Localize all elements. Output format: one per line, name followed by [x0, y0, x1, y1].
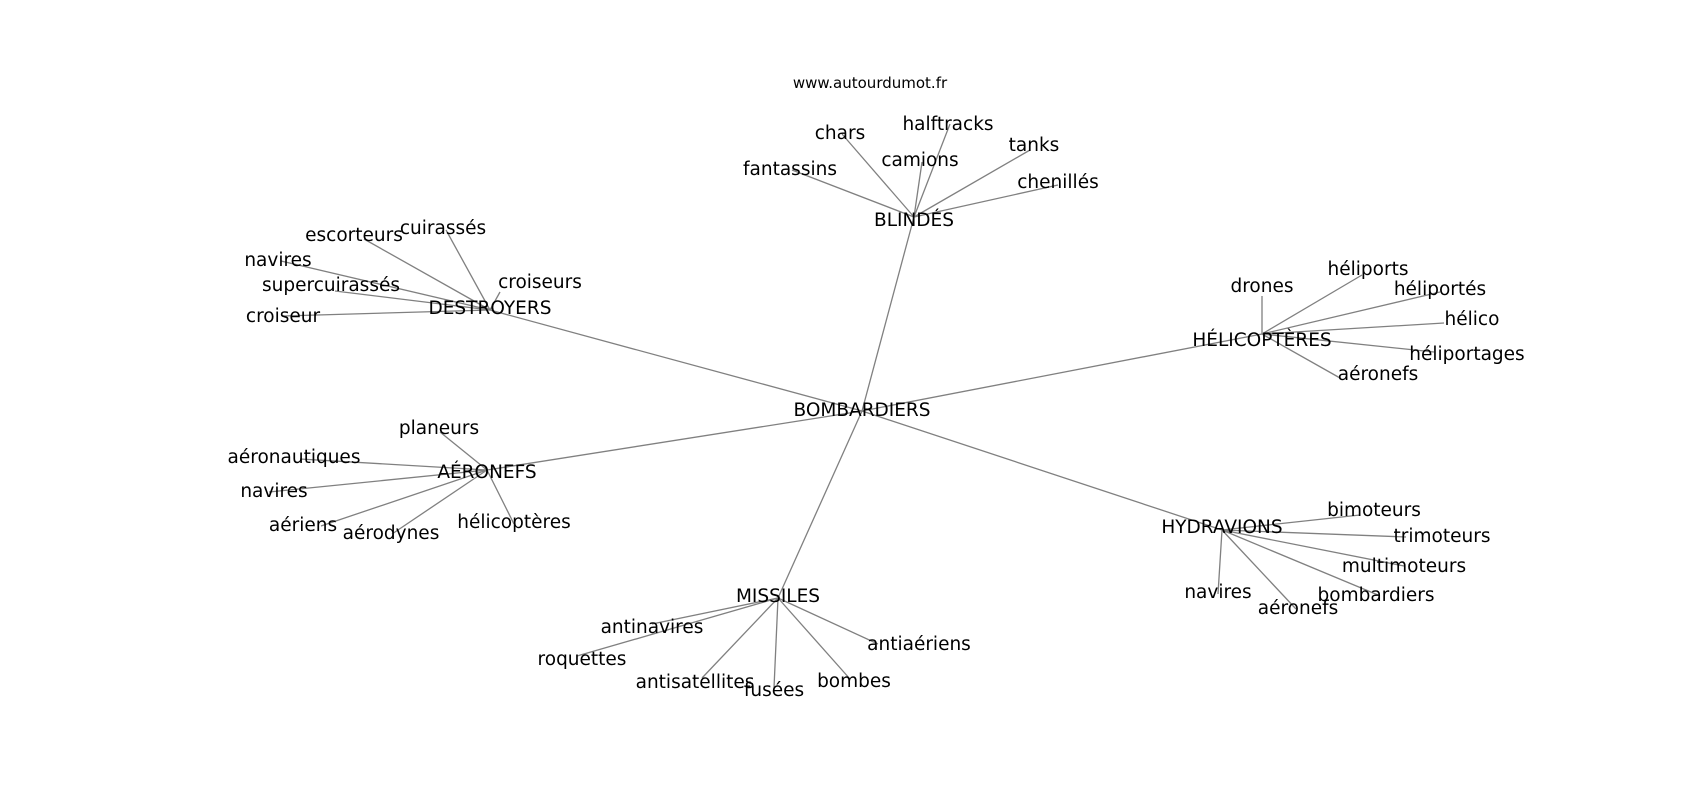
- leaf-node-label: antinavires: [601, 617, 704, 638]
- edge-hub-to-leaf: [282, 309, 491, 317]
- edge-hub-to-leaf: [1261, 333, 1435, 353]
- edge-hub-to-leaf: [268, 469, 488, 493]
- leaf-node-label: aéronautiques: [228, 447, 361, 468]
- edge-hub-to-leaf: [576, 597, 779, 657]
- edge-hub-to-leaf: [651, 597, 779, 625]
- leaf-node-label: hélicoptères: [457, 512, 570, 533]
- leaf-node-label: cuirassés: [400, 218, 486, 239]
- leaf-node-label: bombes: [817, 671, 891, 692]
- edge-hub-to-leaf: [1221, 529, 1379, 596]
- leaf-node-label: croiseur: [246, 306, 321, 327]
- edge-hub-to-leaf: [391, 469, 488, 535]
- graph-labels: chars halftracks tanks fantassins camions che…: [228, 114, 1525, 701]
- hub-node-label: DESTROYERS: [429, 298, 552, 319]
- leaf-node-label: planeurs: [399, 418, 479, 439]
- leaf-node-label: multimoteurs: [1342, 556, 1466, 577]
- edge-hub-to-leaf: [1261, 274, 1363, 335]
- leaf-node-label: héliportages: [1409, 344, 1524, 365]
- edge-hub-to-leaf: [913, 161, 923, 218]
- leaf-node-label: antiaériens: [867, 634, 971, 655]
- edge-hub-to-leaf: [913, 123, 951, 218]
- leaf-node-label: halftracks: [902, 114, 993, 135]
- edge-center-to-hub: [777, 410, 863, 599]
- hub-node-label: MISSILES: [736, 586, 820, 607]
- leaf-node-label: tanks: [1009, 135, 1060, 156]
- edge-hub-to-leaf: [445, 229, 491, 311]
- edge-hub-to-leaf: [1221, 529, 1407, 538]
- center-node-label: BOMBARDIERS: [793, 400, 930, 421]
- leaf-node-label: roquettes: [538, 649, 627, 670]
- leaf-node-label: antisatellites: [636, 672, 755, 693]
- edge-hub-to-leaf: [363, 238, 491, 311]
- edge-hub-to-leaf: [1261, 291, 1441, 335]
- edge-hub-to-leaf: [334, 290, 491, 311]
- edge-hub-to-leaf: [777, 597, 851, 680]
- edge-hub-to-leaf: [280, 260, 491, 311]
- edge-hub-to-leaf: [913, 184, 1059, 218]
- leaf-node-label: aériens: [269, 515, 337, 536]
- edge-hub-to-leaf: [439, 431, 488, 471]
- edge-hub-to-leaf: [777, 597, 879, 645]
- edge-hub-to-leaf: [320, 469, 488, 527]
- leaf-node-label: trimoteurs: [1394, 526, 1491, 547]
- edge-hub-to-leaf: [486, 469, 515, 525]
- leaf-node-label: escorteurs: [305, 225, 403, 246]
- edge-hub-to-leaf: [773, 597, 779, 689]
- leaf-node-label: navires: [244, 250, 311, 271]
- edge-hub-to-leaf: [1221, 529, 1297, 610]
- edge-center-to-hub: [861, 216, 915, 412]
- leaf-node-label: chenillés: [1017, 172, 1098, 193]
- leaf-node-label: aéronefs: [1338, 364, 1419, 385]
- edge-hub-to-leaf: [1261, 333, 1341, 379]
- edge-hub-to-leaf: [1217, 529, 1223, 595]
- leaf-node-label: héliportés: [1394, 279, 1486, 300]
- edge-hub-to-leaf: [913, 149, 1031, 218]
- hub-node-label: HÉLICOPTÈRES: [1192, 329, 1331, 351]
- leaf-node-label: bimoteurs: [1327, 500, 1421, 521]
- hub-node-label: BLINDÉS: [874, 209, 954, 231]
- leaf-node-label: navires: [240, 481, 307, 502]
- hub-node-label: AÉRONEFS: [437, 461, 536, 483]
- edge-center-to-hub: [861, 333, 1263, 412]
- edge-hub-to-leaf: [1261, 322, 1445, 335]
- site-label: www.autourdumot.fr: [793, 74, 948, 92]
- leaf-node-label: bombardiers: [1318, 585, 1435, 606]
- edge-center-to-hub: [489, 309, 863, 412]
- edge-center-to-hub: [486, 410, 863, 471]
- edge-hub-to-leaf: [1221, 529, 1405, 567]
- edge-hub-to-leaf: [841, 133, 915, 218]
- leaf-node-label: hélico: [1445, 309, 1500, 330]
- edge-hub-to-leaf: [791, 169, 915, 218]
- hub-node-label: HYDRAVIONS: [1161, 517, 1282, 538]
- leaf-node-label: fantassins: [743, 159, 837, 180]
- leaf-node-label: drones: [1230, 276, 1293, 297]
- graph-edges: [268, 123, 1445, 689]
- edge-hub-to-leaf: [1221, 514, 1361, 531]
- edge-hub-to-leaf: [489, 291, 501, 311]
- edge-hub-to-leaf: [701, 597, 779, 679]
- leaf-node-label: fusées: [744, 680, 804, 701]
- edge-center-to-hub: [861, 410, 1223, 531]
- leaf-node-label: chars: [815, 123, 865, 144]
- leaf-node-label: aéronefs: [1258, 598, 1339, 619]
- leaf-node-label: supercuirassés: [262, 275, 400, 296]
- leaf-node-label: navires: [1184, 582, 1251, 603]
- leaf-node-label: croiseurs: [498, 272, 582, 293]
- leaf-node-label: camions: [881, 150, 958, 171]
- leaf-node-label: aérodynes: [343, 523, 440, 544]
- edge-hub-to-leaf: [299, 458, 488, 471]
- leaf-node-label: héliports: [1328, 259, 1409, 280]
